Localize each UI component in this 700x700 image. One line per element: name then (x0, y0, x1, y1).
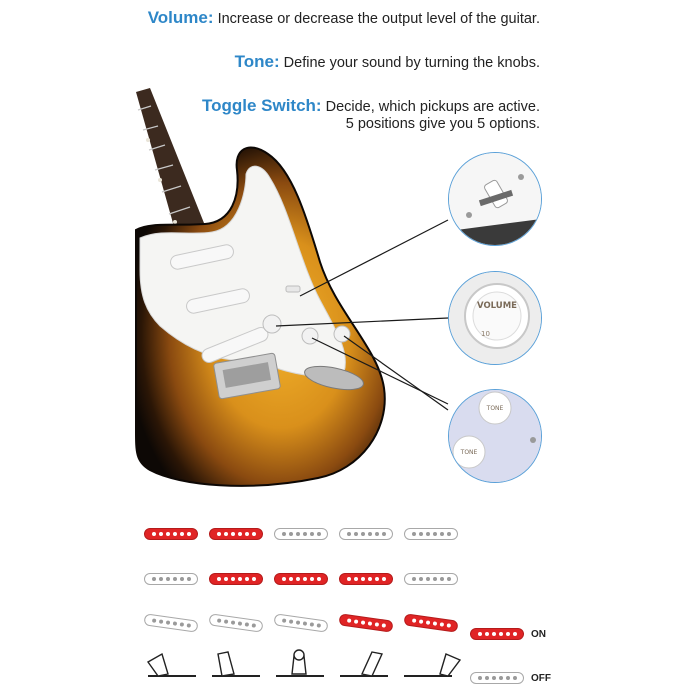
toggle-lever-icon-4 (340, 651, 388, 677)
pickup-neck-pos-2 (339, 528, 393, 540)
toggle-switch-caption: Toggle Switch: Decide, which pickups are… (202, 97, 540, 133)
toggle-lever-icon-5 (404, 653, 462, 677)
guitar-neck (136, 88, 210, 248)
tone-caption: Tone: Define your sound by turning the k… (235, 53, 540, 72)
volume-knob-zoom: VOLUME 10 (448, 271, 542, 365)
toggle-switch-caption-key: Toggle Switch: (201, 96, 322, 115)
pickup-neck-pos-5 (144, 528, 198, 540)
pickup-neck-pos-4 (209, 528, 263, 540)
tone-caption-key: Tone: (234, 52, 280, 71)
pickup-bridge-pos-5 (143, 613, 199, 633)
pickup-middle-pos-2 (339, 573, 393, 585)
toggle-lever-row (146, 649, 462, 677)
tone-knob-label-2: TONE (460, 449, 478, 456)
volume-caption: Volume: Increase or decrease the output … (148, 9, 540, 28)
legend-off-pickup (470, 672, 524, 684)
pointer-line-volume (275, 317, 449, 327)
toggle-lever-icon-2 (212, 651, 260, 677)
pointer-line-tone-1 (311, 337, 449, 405)
tone-knob-label-1: TONE (486, 405, 504, 412)
pickup-middle-pos-4 (209, 573, 263, 585)
volume-knob-label: VOLUME (477, 301, 517, 311)
volume-caption-key: Volume: (147, 8, 214, 27)
tone-caption-text: Define your sound by turning the knobs. (283, 55, 540, 71)
tone-knobs-zoom: TONE TONE (448, 389, 542, 483)
output-jack (304, 365, 364, 391)
guitar-bridge (213, 352, 281, 400)
guitar-illustration (135, 88, 449, 487)
pickup-neck-pos-1 (404, 528, 458, 540)
pickup-bridge-pos-1 (403, 613, 459, 633)
pointer-line-switch (299, 219, 449, 297)
legend-on-pickup (470, 628, 524, 640)
pickup-bridge-pos-2 (338, 613, 394, 633)
pickup-middle-pos-3 (274, 573, 328, 585)
toggle-lever-icon-1 (146, 652, 196, 677)
volume-caption-text: Increase or decrease the output level of… (217, 11, 540, 27)
guitar-knobs (262, 285, 351, 345)
pickup-middle-pos-1 (404, 573, 458, 585)
toggle-switch-caption-text: Decide, which pickups are active. (325, 99, 540, 115)
pickup-bridge-pos-4 (208, 613, 264, 633)
pickup-neck-pos-3 (274, 528, 328, 540)
toggle-lever-icon-3 (276, 649, 324, 677)
volume-knob-number: 10 (481, 330, 490, 338)
pickup-middle-pos-5 (144, 573, 198, 585)
legend-on-label: ON (531, 629, 546, 640)
pointer-line-tone-2 (343, 335, 449, 411)
legend-off-label: OFF (531, 673, 551, 684)
pickup-bridge-pos-3 (273, 613, 329, 633)
pickguard (139, 165, 346, 377)
guitar-pickups (170, 244, 269, 363)
toggle-switch-caption-text-2: 5 positions give you 5 options. (345, 116, 540, 132)
toggle-switch-zoom (448, 152, 542, 246)
